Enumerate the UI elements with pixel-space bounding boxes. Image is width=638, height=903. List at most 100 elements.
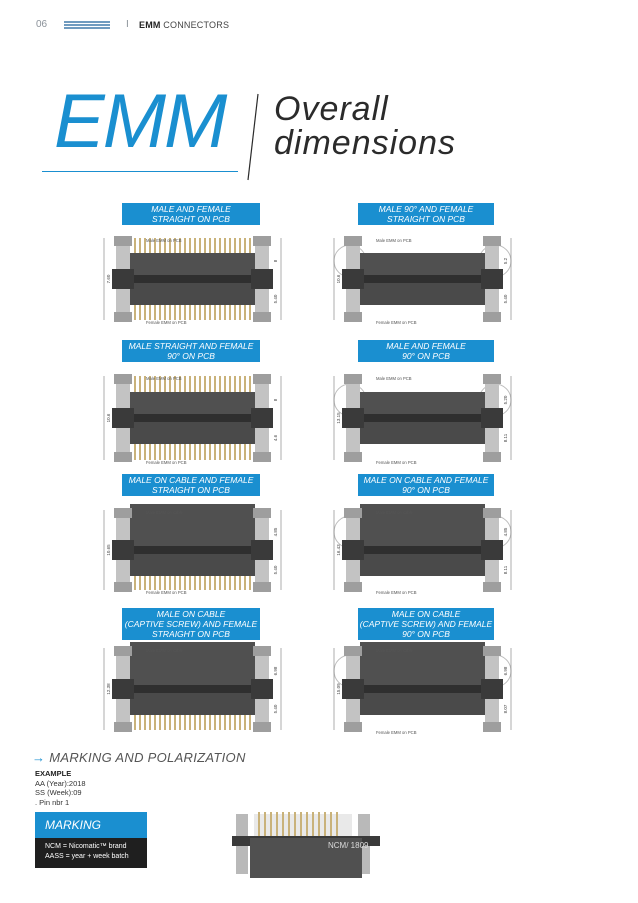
screw-collar: [112, 540, 134, 560]
pin: [249, 444, 251, 460]
pin: [174, 444, 176, 460]
pin: [169, 305, 171, 320]
pin: [214, 305, 216, 320]
flange: [350, 685, 495, 693]
pin: [179, 576, 181, 590]
example-heading: EXAMPLE: [35, 769, 72, 778]
male-body: [360, 642, 485, 685]
pin: [134, 444, 136, 460]
screw-head: [253, 236, 271, 246]
pin: [154, 715, 156, 730]
pin: [134, 376, 136, 394]
flange: [350, 275, 495, 283]
pin: [169, 238, 171, 255]
top-note: Male EMM on cable: [376, 510, 414, 515]
pin: [219, 305, 221, 320]
dimension-left: 12.38: [106, 683, 111, 695]
pin: [144, 238, 146, 255]
male-body: [360, 253, 485, 275]
screw-head: [253, 508, 271, 518]
pin: [199, 305, 201, 320]
pin: [249, 238, 251, 255]
dimension-left: 13.15: [336, 412, 341, 424]
pin: [199, 576, 201, 590]
bottom-note: Female EMM on PCB: [146, 460, 187, 465]
male-body: [130, 392, 255, 414]
pin: [164, 376, 166, 394]
pin: [164, 576, 166, 590]
pin: [214, 576, 216, 590]
bottom-note: Female EMM on PCB: [376, 590, 417, 595]
pin: [149, 376, 151, 394]
screw-head: [253, 374, 271, 384]
pin: [229, 305, 231, 320]
panel-label-line: 90° ON PCB: [402, 485, 450, 495]
pin: [154, 376, 156, 394]
screw-collar: [481, 408, 503, 428]
screw-head: [483, 646, 501, 656]
marking-part-text: NCM/ 1809: [328, 841, 369, 850]
pin: [189, 305, 191, 320]
dimension-right: 6.98: [503, 666, 508, 675]
pin: [154, 305, 156, 320]
pin: [144, 444, 146, 460]
panel-label-line: 90° ON PCB: [402, 351, 450, 361]
page-subtitle: Overall dimensions: [274, 92, 456, 160]
pin: [204, 376, 206, 394]
pin: [184, 376, 186, 394]
subtitle-line-1: Overall: [274, 90, 389, 128]
marking-box-header: MARKING: [35, 812, 147, 838]
dimension-left: 7.60: [106, 274, 111, 283]
screw-collar: [251, 540, 273, 560]
screw-nut: [253, 582, 271, 592]
screw-nut: [114, 312, 132, 322]
pin: [189, 444, 191, 460]
pin: [224, 238, 226, 255]
page-title: EMM: [54, 79, 227, 164]
pin: [149, 715, 151, 730]
marking-box-line: AASS = year + week batch: [45, 853, 129, 860]
screw-nut: [344, 582, 362, 592]
screw-collar: [481, 540, 503, 560]
pin: [239, 376, 241, 394]
pin: [139, 715, 141, 730]
panel-label-line: MALE AND FEMALE: [386, 341, 466, 351]
pin: [179, 305, 181, 320]
panel-label-line: STRAIGHT ON PCB: [152, 214, 230, 224]
pin: [159, 576, 161, 590]
pin: [219, 376, 221, 394]
dimension-right: 5.40: [273, 294, 278, 303]
screw-collar: [251, 269, 273, 289]
pin: [209, 376, 211, 394]
screw-collar: [112, 408, 134, 428]
pin: [239, 576, 241, 590]
female-body: [130, 283, 255, 305]
panel-label-line: MALE ON CABLE AND FEMALE: [128, 475, 254, 485]
pin: [174, 576, 176, 590]
header-lines-icon: [64, 21, 110, 29]
top-note: Male EMM on PCB: [146, 376, 182, 381]
pin: [229, 444, 231, 460]
pin: [134, 715, 136, 730]
bottom-note: Female EMM on PCB: [376, 320, 417, 325]
arrow-right-icon: →: [32, 750, 50, 765]
screw-nut: [253, 312, 271, 322]
screw-collar: [342, 679, 364, 699]
pin: [159, 715, 161, 730]
dimension-right: 8.11: [503, 565, 508, 574]
pin: [184, 444, 186, 460]
pin: [239, 444, 241, 460]
pin: [194, 444, 196, 460]
pin: [179, 444, 181, 460]
pin: [139, 376, 141, 394]
screw-head: [483, 374, 501, 384]
screw-head: [344, 374, 362, 384]
pin: [244, 305, 246, 320]
screw-head: [344, 236, 362, 246]
top-note: Male EMM on PCB: [376, 376, 412, 381]
dimension-right: 8.07: [503, 704, 508, 713]
